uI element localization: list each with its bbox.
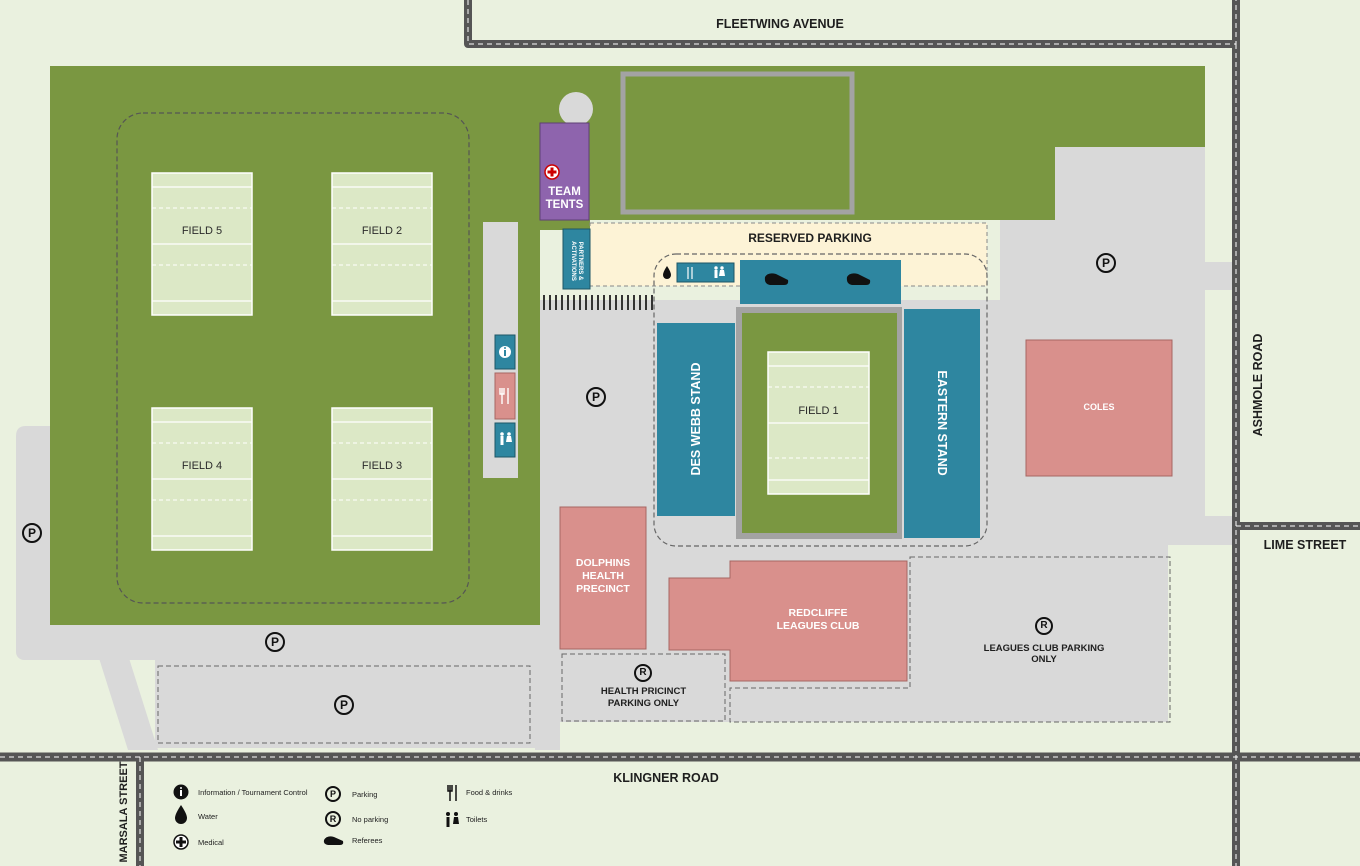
legend-toilets-label: Toilets — [466, 815, 488, 824]
legend-info-label: Information / Tournament Control — [198, 788, 308, 797]
partners-block — [562, 228, 591, 290]
legend-icons — [173, 784, 459, 850]
legend-parking-label: Parking — [352, 790, 378, 799]
coles-label: COLES — [1083, 402, 1115, 412]
health-parking-label-2: PARKING ONLY — [607, 698, 680, 709]
entry-gates — [543, 295, 653, 310]
dolphins-block — [559, 506, 647, 650]
eastern-stand-block — [904, 309, 980, 538]
legend-medical-label: Medical — [198, 838, 224, 847]
legend-parking-icon: P — [325, 786, 341, 802]
eastern-stand-label: EASTERN STAND — [935, 370, 949, 476]
amenities-food-marker — [687, 267, 693, 279]
no-parking-icon: R — [634, 664, 652, 682]
legend-no-parking-icon: R — [325, 811, 341, 827]
tent-marquee — [559, 92, 593, 126]
parking-icon: P — [334, 695, 354, 715]
legend-referees-label: Referees — [352, 836, 383, 845]
field-1-label: FIELD 1 — [798, 405, 839, 417]
dolphins-label-1: DOLPHINS — [575, 557, 631, 569]
leagues-club-label-2: LEAGUES CLUB — [776, 620, 860, 632]
toilet-block — [494, 422, 516, 458]
street-lime-street: LIME STREET — [1263, 538, 1347, 552]
field-2-label: FIELD 2 — [361, 225, 403, 237]
health-parking-label-1: HEALTH PRICINCT — [600, 686, 687, 697]
parking-icon: P — [265, 632, 285, 652]
amenities-toilet-marker — [714, 266, 725, 278]
legend-food-label: Food & drinks — [466, 788, 513, 797]
amenities-block — [676, 262, 735, 283]
info-marker — [499, 346, 511, 358]
toilet-marker — [500, 432, 512, 445]
dolphins-label-2: HEALTH — [582, 570, 624, 582]
legend-no-parking-label: No parking — [352, 815, 389, 824]
des-webb-stand-block — [657, 323, 735, 516]
parking-icon: P — [1096, 253, 1116, 273]
medical-marker — [544, 164, 560, 180]
leagues-club-label-1: REDCLIFFE — [788, 607, 848, 619]
partners-activations-label: PARTNERS & ACTIVATIONS — [570, 241, 583, 281]
field-5-label: FIELD 5 — [181, 225, 223, 237]
legend-water-label: Water — [198, 812, 218, 821]
coles-block — [1025, 339, 1173, 477]
field-3-label: FIELD 3 — [361, 460, 403, 472]
food-block — [494, 372, 516, 420]
junior-fields-boundary — [116, 112, 470, 604]
referees-block — [740, 260, 901, 304]
stadium-boundary — [653, 253, 988, 547]
field-4-label: FIELD 4 — [181, 460, 223, 472]
reserved-parking-label: RESERVED PARKING — [748, 231, 872, 245]
training-field — [620, 71, 855, 215]
pitches — [151, 172, 870, 551]
leagues-parking-label-1: LEAGUES CLUB PARKING — [983, 643, 1105, 654]
parking-icon: P — [22, 523, 42, 543]
referee-markers — [764, 273, 871, 285]
dolphins-label-3: PRECINCT — [576, 583, 630, 595]
food-marker — [499, 388, 509, 404]
leagues-parking-area — [729, 556, 1171, 723]
leagues-club-block — [668, 560, 908, 682]
street-marsala-street: MARSALA STREET — [118, 761, 130, 863]
health-parking-area — [561, 653, 726, 722]
team-tents-label: TEAM TENTS — [545, 186, 584, 211]
no-parking-icon: R — [1035, 617, 1053, 635]
leagues-parking-label-2: ONLY — [1031, 654, 1057, 665]
street-fleetwing-avenue: FLEETWING AVENUE — [716, 17, 844, 31]
water-marker — [663, 266, 671, 279]
des-webb-stand-label: DES WEBB STAND — [689, 362, 703, 476]
street-ashmole-road: ASHMOLE ROAD — [1251, 333, 1265, 437]
parking-icon: P — [586, 387, 606, 407]
street-klingner-road: KLINGNER ROAD — [613, 771, 719, 785]
field-5-parking — [157, 665, 531, 744]
